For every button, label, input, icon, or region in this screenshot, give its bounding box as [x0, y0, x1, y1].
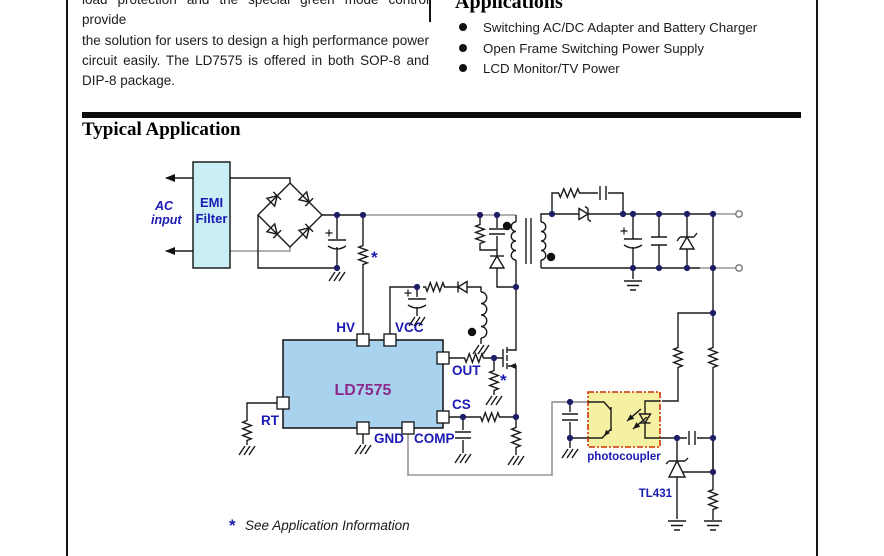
svg-text:AC: AC	[154, 199, 174, 213]
intro-line: load protection and the special green mo…	[82, 0, 429, 28]
pin-hv	[356, 333, 370, 347]
bridge-rectifier	[257, 182, 323, 248]
bullet-icon	[459, 64, 467, 72]
gate-resistor	[462, 351, 486, 365]
footnote: * See Application Information	[229, 516, 410, 535]
pin-label-comp: COMP	[414, 431, 455, 446]
intro-line: circuit easily. The LD7575 is offered in…	[82, 52, 429, 68]
ac-input-arrows	[165, 174, 175, 255]
rt-resistor	[240, 418, 254, 443]
pin-gnd	[356, 421, 370, 435]
application-item: LCD Monitor/TV Power	[459, 58, 620, 78]
page-border-left	[66, 0, 68, 556]
intro-line: the solution for users to design a high …	[82, 32, 429, 48]
intro-line: DIP-8 package.	[82, 73, 176, 89]
winding-dot	[467, 327, 477, 337]
comp-filter-capacitor	[562, 413, 578, 421]
hv-startup-resistor: *	[356, 243, 378, 267]
svg-text:input: input	[151, 213, 182, 227]
footnote-text: See Application Information	[245, 518, 410, 533]
out-pulldown-resistor: *	[487, 368, 507, 393]
section-title: Typical Application	[82, 119, 241, 140]
column-divider-line	[429, 0, 431, 22]
pin-comp	[401, 421, 415, 435]
intro-paragraph: load protection and the special green mo…	[82, 0, 429, 91]
svg-text:Filter: Filter	[196, 211, 228, 226]
transformer	[502, 221, 556, 262]
pin-label-vcc: VCC	[395, 320, 424, 335]
ic-name-label: LD7575	[335, 382, 392, 399]
mosfet-arrow-icon	[509, 363, 516, 369]
page-border-right	[816, 0, 818, 556]
application-item: Open Frame Switching Power Supply	[459, 38, 704, 58]
application-item-label: LCD Monitor/TV Power	[483, 60, 620, 76]
footnote-marker: *	[229, 516, 236, 535]
photocoupler-label: photocoupler	[587, 451, 661, 463]
tl431-label: TL431	[639, 488, 673, 500]
ac-input-label: AC input	[151, 199, 182, 227]
junction-nodes	[333, 210, 717, 476]
pin-out	[436, 351, 450, 365]
current-sense-network	[455, 410, 523, 450]
ld7575-ic: LD7575 HV VCC OUT CS RT GND COMP	[261, 320, 481, 446]
feedback-capacitor	[688, 431, 696, 445]
bullet-icon	[459, 23, 467, 31]
asterisk-note: *	[500, 371, 507, 390]
application-item: Switching AC/DC Adapter and Battery Char…	[459, 17, 757, 37]
terminal-circle	[735, 210, 743, 218]
pin-rt	[276, 396, 290, 410]
tl431-symbol: TL431	[639, 457, 689, 500]
emi-filter-block: EMI Filter	[192, 161, 231, 269]
pin-cs	[436, 410, 450, 424]
winding-dot	[502, 221, 512, 231]
pin-label-rt: RT	[261, 413, 280, 428]
output-terminals	[735, 210, 743, 272]
winding-dot	[546, 252, 556, 262]
bulk-capacitor	[324, 228, 347, 250]
bullet-icon	[459, 44, 467, 52]
photocoupler: photocoupler	[587, 391, 661, 463]
aux-winding-vcc-supply	[403, 280, 488, 339]
application-item-label: Open Frame Switching Power Supply	[483, 40, 704, 56]
output-filter	[619, 226, 698, 250]
svg-text:EMI: EMI	[200, 195, 223, 210]
emitter-arrow-icon	[604, 429, 610, 436]
terminal-circle	[735, 264, 743, 272]
pin-label-out: OUT	[452, 363, 481, 378]
asterisk-note: *	[371, 248, 378, 267]
zener-diode	[678, 235, 696, 250]
arrow-left-icon	[165, 174, 175, 182]
pin-label-gnd: GND	[374, 431, 404, 446]
pin-label-hv: HV	[336, 320, 355, 335]
light-arrow-icon	[633, 422, 641, 429]
rcd-snubber-clamp	[473, 222, 506, 269]
light-arrow-icon	[627, 414, 635, 421]
secondary-snubber	[556, 186, 607, 200]
applications-title: Applications	[455, 0, 563, 13]
output-rectifier-diode	[578, 205, 592, 223]
section-divider-bar	[82, 112, 801, 118]
pin-vcc	[383, 333, 397, 347]
arrow-left-icon	[165, 247, 175, 255]
mosfet	[502, 347, 516, 369]
pin-label-cs: CS	[452, 397, 471, 412]
feedback-divider	[671, 345, 720, 512]
application-item-label: Switching AC/DC Adapter and Battery Char…	[483, 19, 758, 35]
